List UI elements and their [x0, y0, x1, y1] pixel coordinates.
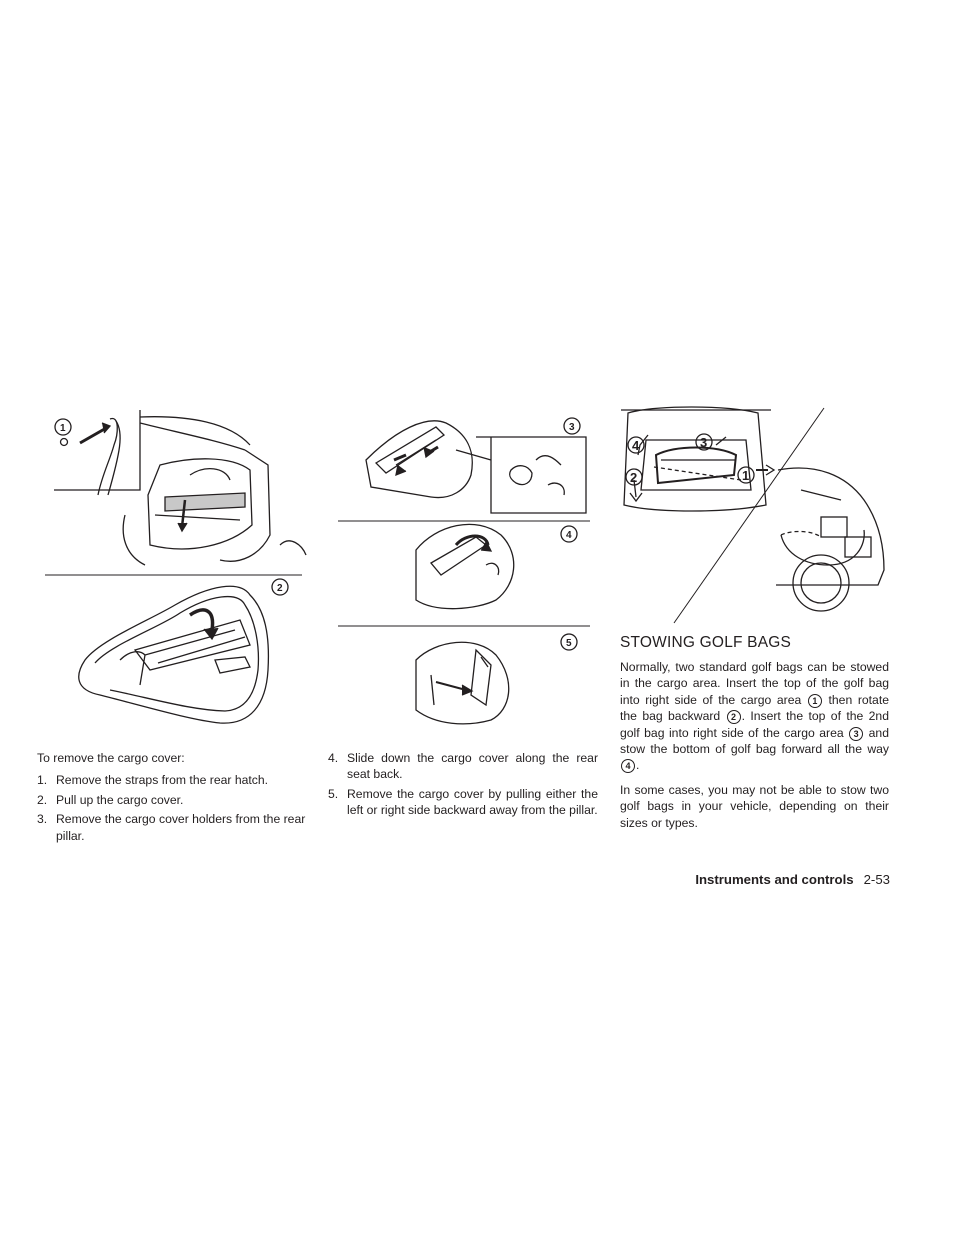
- para-text: and stow the bottom of golf bag forward …: [620, 725, 889, 757]
- callout-label-5: 5: [566, 638, 572, 649]
- callout-label-4: 4: [566, 530, 572, 541]
- step-number: 4.: [328, 751, 339, 765]
- para-text: Normally, two standard golf bags can be …: [620, 660, 889, 707]
- callout-circle-4: [560, 525, 578, 543]
- cargo-cover-intro: To remove the cargo cover:: [37, 751, 185, 765]
- step-text: Remove the straps from the rear hatch.: [56, 773, 269, 788]
- golf-bags-paragraph-1: Normally, two standard golf bags can be …: [620, 659, 889, 774]
- callout-circle-2: [271, 578, 289, 596]
- callout-label-2: 2: [277, 583, 283, 594]
- golf-callout-label-4: 4: [632, 438, 640, 453]
- circled-number-1: 1: [807, 693, 822, 708]
- middle-text-column: 4. Slide down the cargo cover along the r…: [328, 750, 598, 822]
- callout-label-3: 3: [569, 422, 575, 433]
- list-item: 4. Slide down the cargo cover along the r…: [328, 750, 598, 783]
- circled-number-3: 3: [849, 726, 864, 741]
- cargo-cover-drawing-middle: 3 4 5: [338, 417, 590, 725]
- left-steps-list: 1. Remove the straps from the rear hatch.…: [37, 772, 307, 844]
- golf-callout-label-2: 2: [630, 470, 637, 485]
- golf-callout-label-3: 3: [700, 435, 707, 450]
- golf-callout-circle-4: [627, 436, 645, 454]
- footer-section-title: Instruments and controls: [695, 872, 854, 887]
- cargo-cover-illustration-left: 1 2: [40, 405, 310, 735]
- circled-number-4: 4: [621, 759, 635, 774]
- golf-callout-circle-2: [625, 468, 643, 486]
- list-item: 3. Remove the cargo cover holders from th…: [37, 811, 307, 844]
- list-item: 2. Pull up the cargo cover.: [37, 792, 307, 808]
- list-item: 5. Remove the cargo cover by pulling eith…: [328, 786, 598, 819]
- step-number: 1.: [37, 773, 48, 788]
- step-text: Remove the cargo cover by pulling either…: [347, 786, 598, 818]
- para-text: . Insert the top of the 2nd golf bag int…: [620, 709, 889, 740]
- step-text: Pull up the cargo cover.: [56, 792, 184, 807]
- step-number: 5.: [328, 786, 339, 801]
- callout-circle-1: [54, 418, 72, 436]
- cargo-cover-drawing-left: 1 2: [45, 410, 307, 724]
- step-number: 2.: [37, 792, 48, 807]
- right-text-column: STOWING GOLF BAGS Normally, two standard…: [620, 633, 889, 839]
- golf-callout-label-1: 1: [742, 468, 749, 483]
- golf-bag-illustration: 1 2 3 4: [616, 405, 890, 630]
- callout-label-1: 1: [60, 423, 66, 434]
- section-heading: STOWING GOLF BAGS: [620, 634, 792, 651]
- golf-bag-drawing: 1 2 3 4: [621, 406, 885, 624]
- list-item: 1. Remove the straps from the rear hatch.: [37, 772, 307, 788]
- cargo-cover-illustration-middle: 3 4 5: [336, 405, 594, 735]
- step-text: Slide down the cargo cover along the rea…: [347, 751, 598, 782]
- golf-callout-circle-1: [737, 466, 755, 484]
- page-number: 2-53: [863, 872, 890, 887]
- golf-bags-paragraph-2: In some cases, you may not be able to st…: [620, 782, 889, 830]
- golf-callout-circle-3: [695, 433, 713, 451]
- callout-circle-3: [563, 417, 581, 435]
- middle-steps-list: 4. Slide down the cargo cover along the r…: [328, 750, 598, 819]
- circled-number-2: 2: [726, 710, 741, 725]
- step-number: 3.: [37, 812, 48, 827]
- callout-circle-5: [560, 633, 578, 651]
- page-footer: Instruments and controls 2-53: [695, 872, 890, 887]
- para-text: .: [636, 758, 640, 773]
- step-text: Remove the cargo cover holders from the …: [56, 812, 306, 843]
- left-text-column: To remove the cargo cover: 1. Remove the …: [37, 750, 307, 847]
- para-text: then rotate the bag backward: [620, 692, 889, 724]
